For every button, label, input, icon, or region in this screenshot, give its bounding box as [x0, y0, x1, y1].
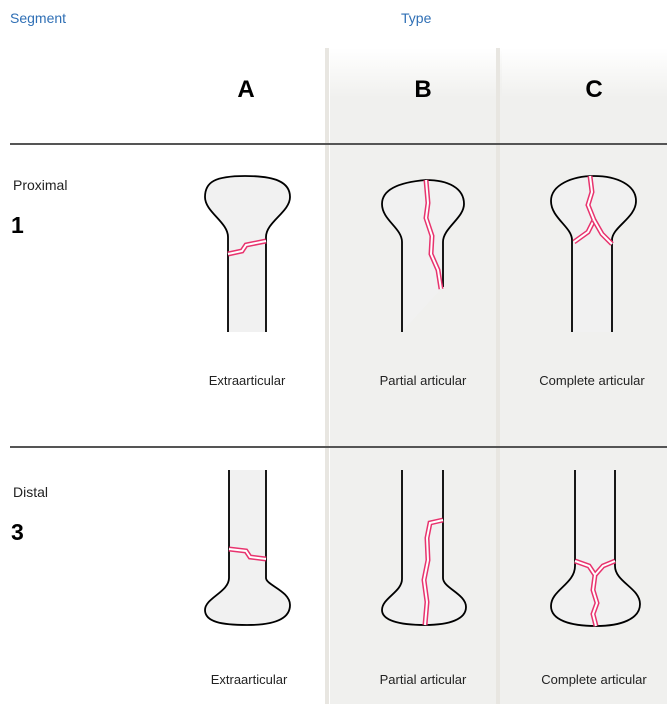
bone-outline — [205, 176, 290, 332]
bone-outline — [382, 470, 466, 625]
caption-distal-b: Partial articular — [343, 672, 503, 687]
bone-proximal-b — [382, 180, 464, 332]
bone-proximal-c — [551, 176, 636, 332]
bone-distal-a — [205, 470, 290, 625]
caption-distal-a: Extraarticular — [169, 672, 329, 687]
bone-distal-c — [551, 470, 640, 626]
bone-outline — [382, 180, 464, 332]
caption-proximal-a: Extraarticular — [167, 373, 327, 388]
caption-distal-c: Complete articular — [514, 672, 667, 687]
caption-proximal-c: Complete articular — [512, 373, 667, 388]
caption-proximal-b: Partial articular — [343, 373, 503, 388]
bone-proximal-a — [205, 176, 290, 332]
bone-outline — [205, 470, 290, 625]
bone-distal-b — [382, 470, 466, 625]
bone-outline — [551, 176, 636, 332]
